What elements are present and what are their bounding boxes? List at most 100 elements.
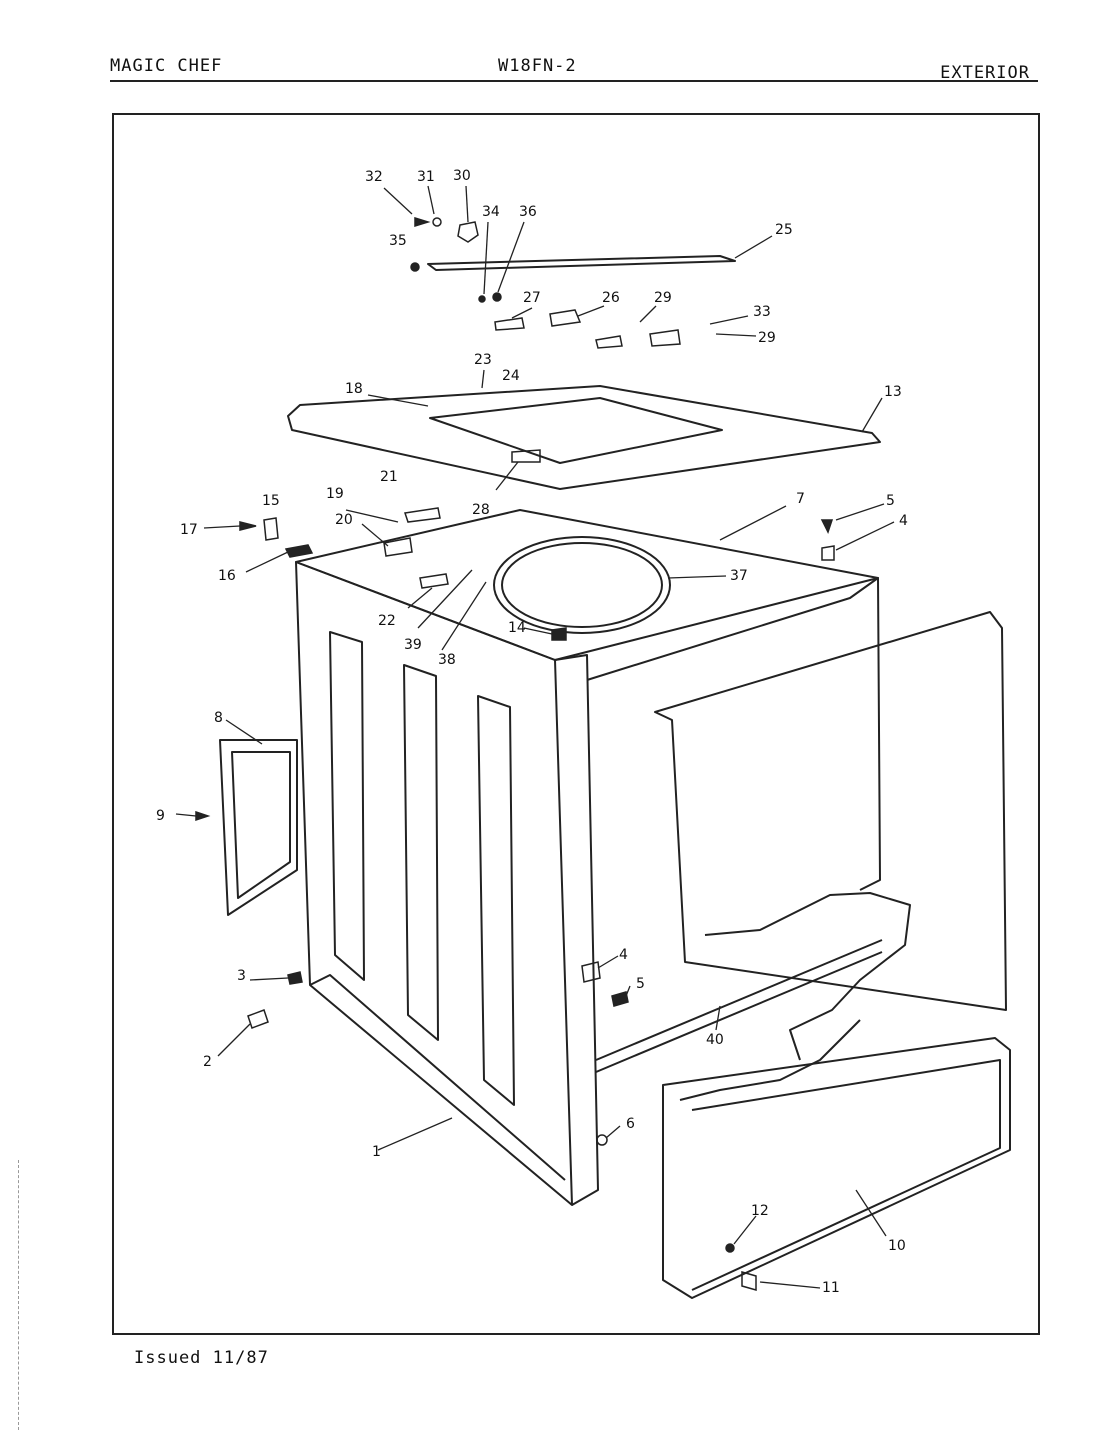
tub-ring-inner [501, 542, 663, 628]
callout-12: 12 [751, 1203, 769, 1219]
top-cover [287, 385, 881, 490]
part-34-bumper [478, 295, 486, 303]
part-35-bumper [410, 262, 420, 272]
rear-crossbar-lower [595, 951, 883, 1073]
part-36-bumper [492, 292, 502, 302]
callout-27: 27 [523, 290, 541, 306]
header-brand: MAGIC CHEF [110, 56, 223, 76]
front-panel-inner [691, 1059, 1001, 1291]
punch-margin [18, 1160, 20, 1430]
part-3-foot [287, 971, 303, 985]
cabinet-bottom [309, 974, 566, 1181]
part-9-screw [195, 810, 211, 822]
callout-22: 22 [378, 613, 396, 629]
part-26-hinge [549, 309, 582, 327]
front-panel [662, 1037, 1011, 1299]
callout-14: 14 [508, 620, 526, 636]
callout-28: 28 [472, 502, 490, 518]
callout-37: 37 [730, 568, 748, 584]
part-5b-screw [611, 991, 629, 1007]
cabinet-slot-1 [329, 631, 365, 981]
callout-17: 17 [180, 522, 198, 538]
callout-32: 32 [365, 169, 383, 185]
cabinet-slot-3 [477, 695, 515, 1106]
part-19-bracket [404, 507, 441, 523]
callout-13: 13 [884, 384, 902, 400]
part-4b-clip [581, 961, 601, 983]
callout-34: 34 [482, 204, 500, 220]
part-2-foot [247, 1009, 269, 1029]
callout-33: 33 [753, 304, 771, 320]
diagram-frame [112, 113, 1040, 1335]
part-6-foot [596, 1134, 608, 1146]
part-27-pin [494, 317, 525, 331]
issued-date: Issued 11/87 [134, 1348, 269, 1368]
callout-31: 31 [417, 169, 435, 185]
callout-4-lower: 4 [619, 947, 628, 963]
callout-2: 2 [203, 1054, 212, 1070]
callout-5: 5 [886, 493, 895, 509]
rear-crossbar [595, 939, 883, 1061]
callout-9: 9 [156, 808, 165, 824]
part-5a-screw [820, 519, 834, 534]
callout-1: 1 [372, 1144, 381, 1160]
callout-26: 26 [602, 290, 620, 306]
callout-4: 4 [899, 513, 908, 529]
callout-23: 23 [474, 352, 492, 368]
side-panel [654, 611, 1007, 1011]
side-panel-break [704, 892, 911, 1061]
front-panel-break [679, 1019, 861, 1101]
part-4a-clip [821, 545, 835, 561]
callout-10: 10 [888, 1238, 906, 1254]
part-12-clip [725, 1243, 735, 1253]
callout-36: 36 [519, 204, 537, 220]
callout-29-lower: 29 [758, 330, 776, 346]
part-14-clip [551, 627, 567, 641]
callout-15: 15 [262, 493, 280, 509]
callout-19: 19 [326, 486, 344, 502]
access-panel [219, 739, 298, 916]
part-15-bracket [263, 517, 279, 541]
lid-top [427, 255, 736, 271]
part-22-block [419, 573, 449, 589]
part-20-block [383, 537, 413, 557]
callout-6: 6 [626, 1116, 635, 1132]
part-16-pad [284, 544, 314, 558]
callout-8: 8 [214, 710, 223, 726]
part-30-clip [457, 221, 479, 243]
callout-21: 21 [380, 469, 398, 485]
tub-ring [493, 536, 671, 634]
callout-35: 35 [389, 233, 407, 249]
callout-24: 24 [502, 368, 520, 384]
callout-39: 39 [404, 637, 422, 653]
access-panel-inner [231, 751, 291, 899]
callout-11: 11 [822, 1280, 840, 1296]
cabinet-corner [554, 654, 599, 1206]
callout-7: 7 [796, 491, 805, 507]
part-11-screw [741, 1271, 757, 1291]
rear-frame [586, 577, 881, 891]
callout-30: 30 [453, 168, 471, 184]
callout-38: 38 [438, 652, 456, 668]
top-cover-opening [429, 397, 723, 464]
cabinet-top [295, 509, 879, 661]
part-31-washer [432, 217, 442, 227]
callout-5-lower: 5 [636, 976, 645, 992]
callout-18: 18 [345, 381, 363, 397]
part-17-screw [239, 521, 257, 531]
callout-40: 40 [706, 1032, 724, 1048]
callout-16: 16 [218, 568, 236, 584]
part-hinge-lower [649, 329, 681, 347]
callout-3: 3 [237, 968, 246, 984]
header-rule [110, 80, 1038, 82]
callout-25: 25 [775, 222, 793, 238]
header-model: W18FN-2 [498, 56, 577, 76]
header-section: EXTERIOR [940, 63, 1030, 83]
callout-29: 29 [654, 290, 672, 306]
part-pin-lower [595, 335, 623, 349]
part-32-screw [414, 216, 431, 228]
callout-20: 20 [335, 512, 353, 528]
part-28-switch [511, 449, 541, 463]
cabinet-front [295, 561, 573, 1206]
